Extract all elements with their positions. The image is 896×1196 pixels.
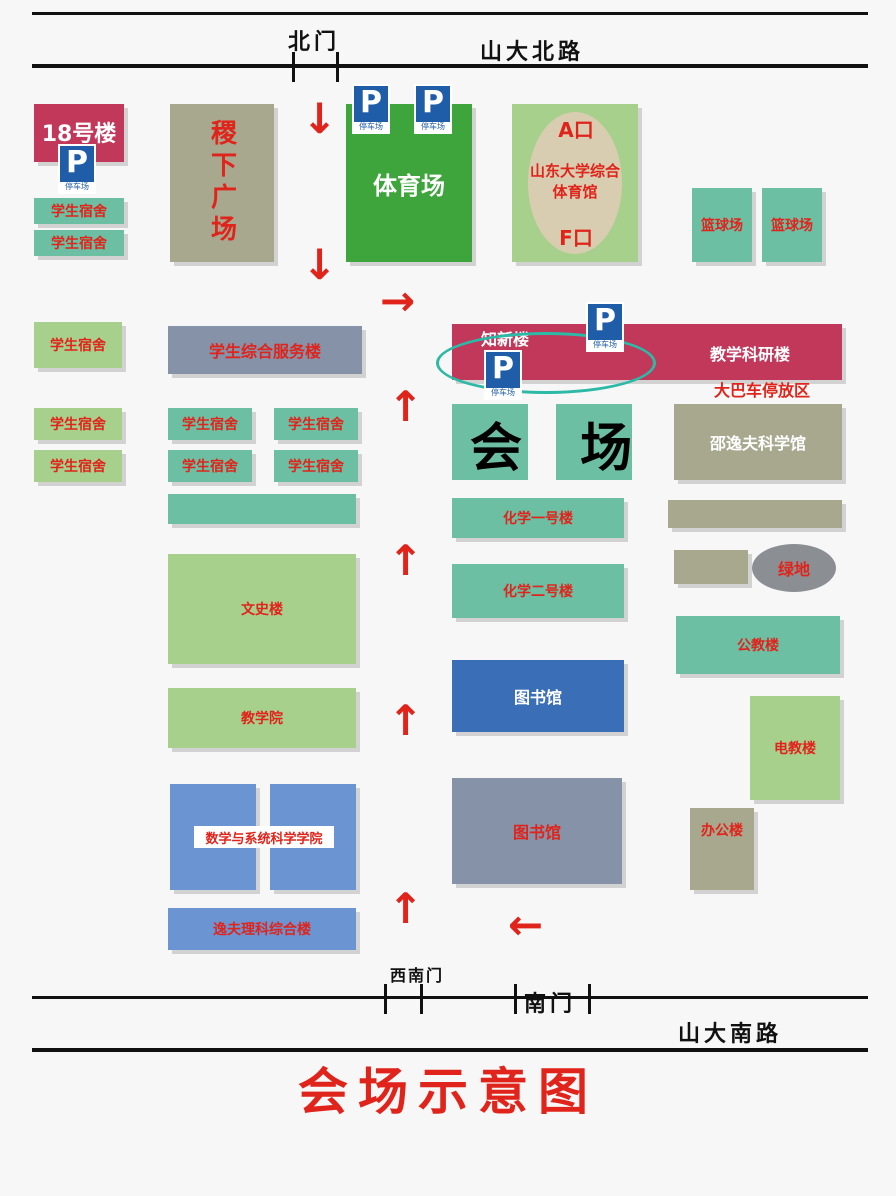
student-service-building: 学生综合服务楼 xyxy=(168,326,362,374)
dorm-6: 学生宿舍 xyxy=(168,408,252,440)
dorm-2: 学生宿舍 xyxy=(34,230,124,256)
arrow-right: → xyxy=(380,276,416,325)
southwest-gate-label: 西南门 xyxy=(390,966,445,985)
venue-block-right xyxy=(556,404,632,480)
strip-building xyxy=(168,494,356,524)
south-gate-label: 南门 xyxy=(524,992,577,1017)
shaw-science-hall: 邵逸夫科学馆 xyxy=(674,404,842,480)
library-1: 图书馆 xyxy=(452,660,624,732)
math-college-label: 数学与系统科学学院 xyxy=(194,826,334,848)
arrow-up-2: ↑ xyxy=(388,536,424,585)
chemistry-building-2: 化学二号楼 xyxy=(452,564,624,618)
right-strip-building xyxy=(668,500,842,528)
s-gate-post-left xyxy=(514,984,517,1014)
arrow-up-1: ↑ xyxy=(388,382,424,431)
south-road-label: 山大南路 xyxy=(678,1022,783,1047)
basketball-court-2: 篮球场 xyxy=(762,188,822,262)
arrow-up-3: ↑ xyxy=(388,696,424,745)
wenshi-building: 文史楼 xyxy=(168,554,356,664)
north-road-line xyxy=(32,64,868,68)
teaching-college: 教学院 xyxy=(168,688,356,748)
sw-gate-post-right xyxy=(420,984,423,1014)
top-border-line xyxy=(32,12,868,15)
sw-gate-post-left xyxy=(384,984,387,1014)
electronic-teaching-building: 电教楼 xyxy=(750,696,840,800)
dorm-7: 学生宿舍 xyxy=(274,408,358,440)
venue-label: 会 场 xyxy=(470,419,653,479)
chemistry-building-1: 化学一号楼 xyxy=(452,498,624,538)
dorm-3: 学生宿舍 xyxy=(34,322,122,368)
south-road-line-lower xyxy=(32,1048,868,1052)
map-title: 会场示意图 xyxy=(298,1063,598,1121)
small-grey-building xyxy=(674,550,748,584)
north-gate-label: 北门 xyxy=(288,30,341,55)
arrow-up-4: ↑ xyxy=(388,884,424,933)
arrow-left: ← xyxy=(508,900,544,949)
yifu-science-building: 逸夫理科综合楼 xyxy=(168,908,356,950)
dorm-4: 学生宿舍 xyxy=(34,408,122,440)
bus-parking-area-label: 大巴车停放区 xyxy=(713,381,810,400)
green-area: 绿地 xyxy=(752,544,836,592)
dorm-5: 学生宿舍 xyxy=(34,450,122,482)
venue-block-left xyxy=(452,404,528,480)
jixia-square: 稷下广场 xyxy=(170,104,274,262)
library-2: 图书馆 xyxy=(452,778,622,884)
dorm-1: 学生宿舍 xyxy=(34,198,124,224)
south-road-line-upper xyxy=(32,996,868,999)
gym-entrance-a: A口 xyxy=(558,117,594,142)
s-gate-post-right xyxy=(588,984,591,1014)
research-label: 教学科研楼 xyxy=(709,345,790,364)
public-teaching-building: 公教楼 xyxy=(676,616,840,674)
north-gate-post-right xyxy=(336,52,339,82)
arrow-down-2: ↓ xyxy=(302,240,338,289)
basketball-court-1: 篮球场 xyxy=(692,188,752,262)
north-gate-post-left xyxy=(292,52,295,82)
gym-entrance-f: F口 xyxy=(559,225,593,250)
venue-highlight-oval xyxy=(436,332,656,394)
north-road-label: 山大北路 xyxy=(480,40,585,65)
dorm-8: 学生宿舍 xyxy=(168,450,252,482)
gym-label: 山东大学综合体育馆 xyxy=(530,162,621,201)
gym-oval xyxy=(528,112,622,254)
arrow-down-1: ↓ xyxy=(302,94,338,143)
dorm-9: 学生宿舍 xyxy=(274,450,358,482)
office-building: 办公楼 xyxy=(690,808,754,890)
